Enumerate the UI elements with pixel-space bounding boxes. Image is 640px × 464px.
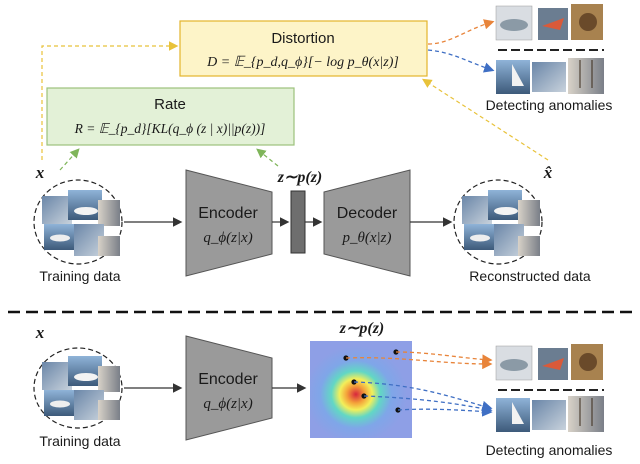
- top-x-label: x: [35, 163, 45, 182]
- top-training-label: Training data: [39, 268, 120, 284]
- top-training-data: [33, 179, 123, 265]
- xhat-to-distortion-arrow: [421, 78, 549, 161]
- top-encoder-formula: q_ϕ(z|x): [203, 230, 252, 246]
- latent-code-bar: [290, 190, 306, 254]
- ship-image: [532, 62, 566, 92]
- latent-to-normal-arrow: [363, 395, 493, 414]
- bottom-encoder-formula: q_ϕ(z|x): [203, 396, 252, 412]
- tallship-image: [568, 396, 604, 432]
- x-to-rate-arrow: [59, 148, 80, 171]
- top-decoder: Decoder p_θ(x|z): [323, 169, 411, 277]
- ship-image: [532, 400, 566, 430]
- anomaly-thumbnails-bottom: [495, 344, 604, 432]
- distortion-box: Distortion D = 𝔼_{p_d,q_ϕ}[− log p_θ(x|z…: [179, 20, 428, 77]
- bottom-training-data: [33, 347, 123, 429]
- distortion-formula: D = 𝔼_{p_d,q_ϕ}[− log p_θ(x|z)]: [206, 55, 399, 70]
- latent-to-normal-arrow: [397, 406, 493, 417]
- latent-to-normal-arrow: [353, 381, 493, 412]
- bottom-x-label: x: [35, 323, 45, 342]
- anomaly-thumbnails-top: [495, 4, 604, 94]
- tallship-image: [568, 58, 604, 94]
- rate-formula: R = 𝔼_{p_d}[KL(q_ϕ (z | x)||p(z))]: [74, 121, 266, 136]
- top-decoder-formula: p_θ(x|z): [342, 230, 392, 246]
- top-encoder-label: Encoder: [198, 205, 258, 222]
- latent-space-heatmap: [310, 341, 412, 438]
- top-encoder: Encoder q_ϕ(z|x): [185, 169, 273, 277]
- x-to-distortion-arrow: [41, 41, 179, 160]
- latent-to-anomaly-arrow: [345, 357, 493, 370]
- distortion-to-anomaly-arrow: [427, 19, 495, 45]
- top-xhat-label: x̂: [543, 163, 553, 182]
- top-z-label: z∼p(z): [277, 169, 323, 186]
- bottom-training-label: Training data: [39, 433, 120, 449]
- rate-title: Rate: [154, 96, 186, 113]
- z-to-rate-arrow: [256, 148, 279, 167]
- reconstructed-data: [453, 179, 543, 265]
- bottom-z-label: z∼p(z): [339, 320, 385, 337]
- distortion-title: Distortion: [271, 30, 334, 47]
- reconstructed-label: Reconstructed data: [469, 268, 591, 284]
- latent-to-anomaly-arrow: [395, 351, 493, 365]
- bottom-encoder: Encoder q_ϕ(z|x): [185, 335, 273, 441]
- top-decoder-label: Decoder: [337, 205, 398, 222]
- distortion-to-normal-arrow: [427, 49, 495, 73]
- bottom-encoder-label: Encoder: [198, 371, 258, 388]
- bottom-anomalies-label: Detecting anomalies: [486, 442, 613, 458]
- rate-box: Rate R = 𝔼_{p_d}[KL(q_ϕ (z | x)||p(z))]: [46, 87, 295, 146]
- top-anomalies-label: Detecting anomalies: [486, 97, 613, 113]
